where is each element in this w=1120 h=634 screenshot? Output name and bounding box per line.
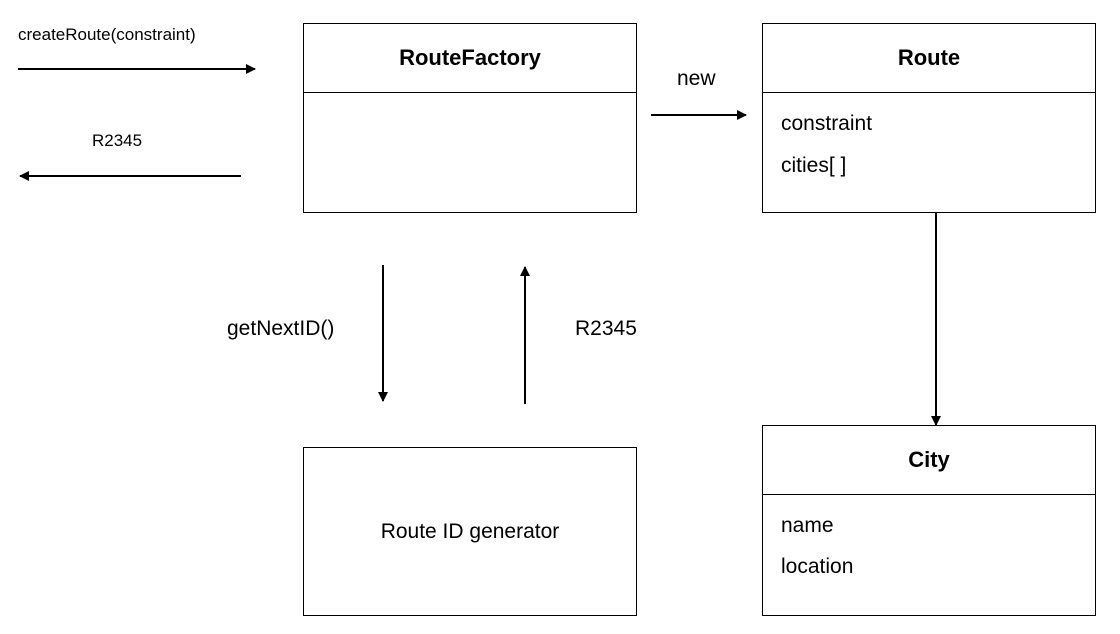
route-attribute-cities: cities[ ] bbox=[781, 154, 847, 177]
route-factory-box: RouteFactory bbox=[303, 23, 637, 213]
return-id-label: R2345 bbox=[92, 131, 143, 150]
get-next-id-label: getNextID() bbox=[227, 317, 335, 340]
new-route-label: new bbox=[677, 67, 716, 90]
create-route-label: createRoute(constraint) bbox=[18, 25, 196, 44]
route-factory-title: RouteFactory bbox=[304, 24, 636, 93]
city-attribute-location: location bbox=[781, 555, 854, 578]
route-title: Route bbox=[763, 24, 1095, 93]
generator-return-label: R2345 bbox=[575, 317, 637, 340]
route-id-generator-label: Route ID generator bbox=[380, 519, 560, 543]
route-id-generator-box: Route ID generator bbox=[303, 447, 637, 616]
city-attribute-name: name bbox=[781, 514, 834, 537]
route-box: Route constraint cities[ ] bbox=[762, 23, 1096, 213]
city-title: City bbox=[763, 426, 1095, 495]
city-box: City name location bbox=[762, 425, 1096, 616]
route-attribute-constraint: constraint bbox=[781, 112, 873, 135]
